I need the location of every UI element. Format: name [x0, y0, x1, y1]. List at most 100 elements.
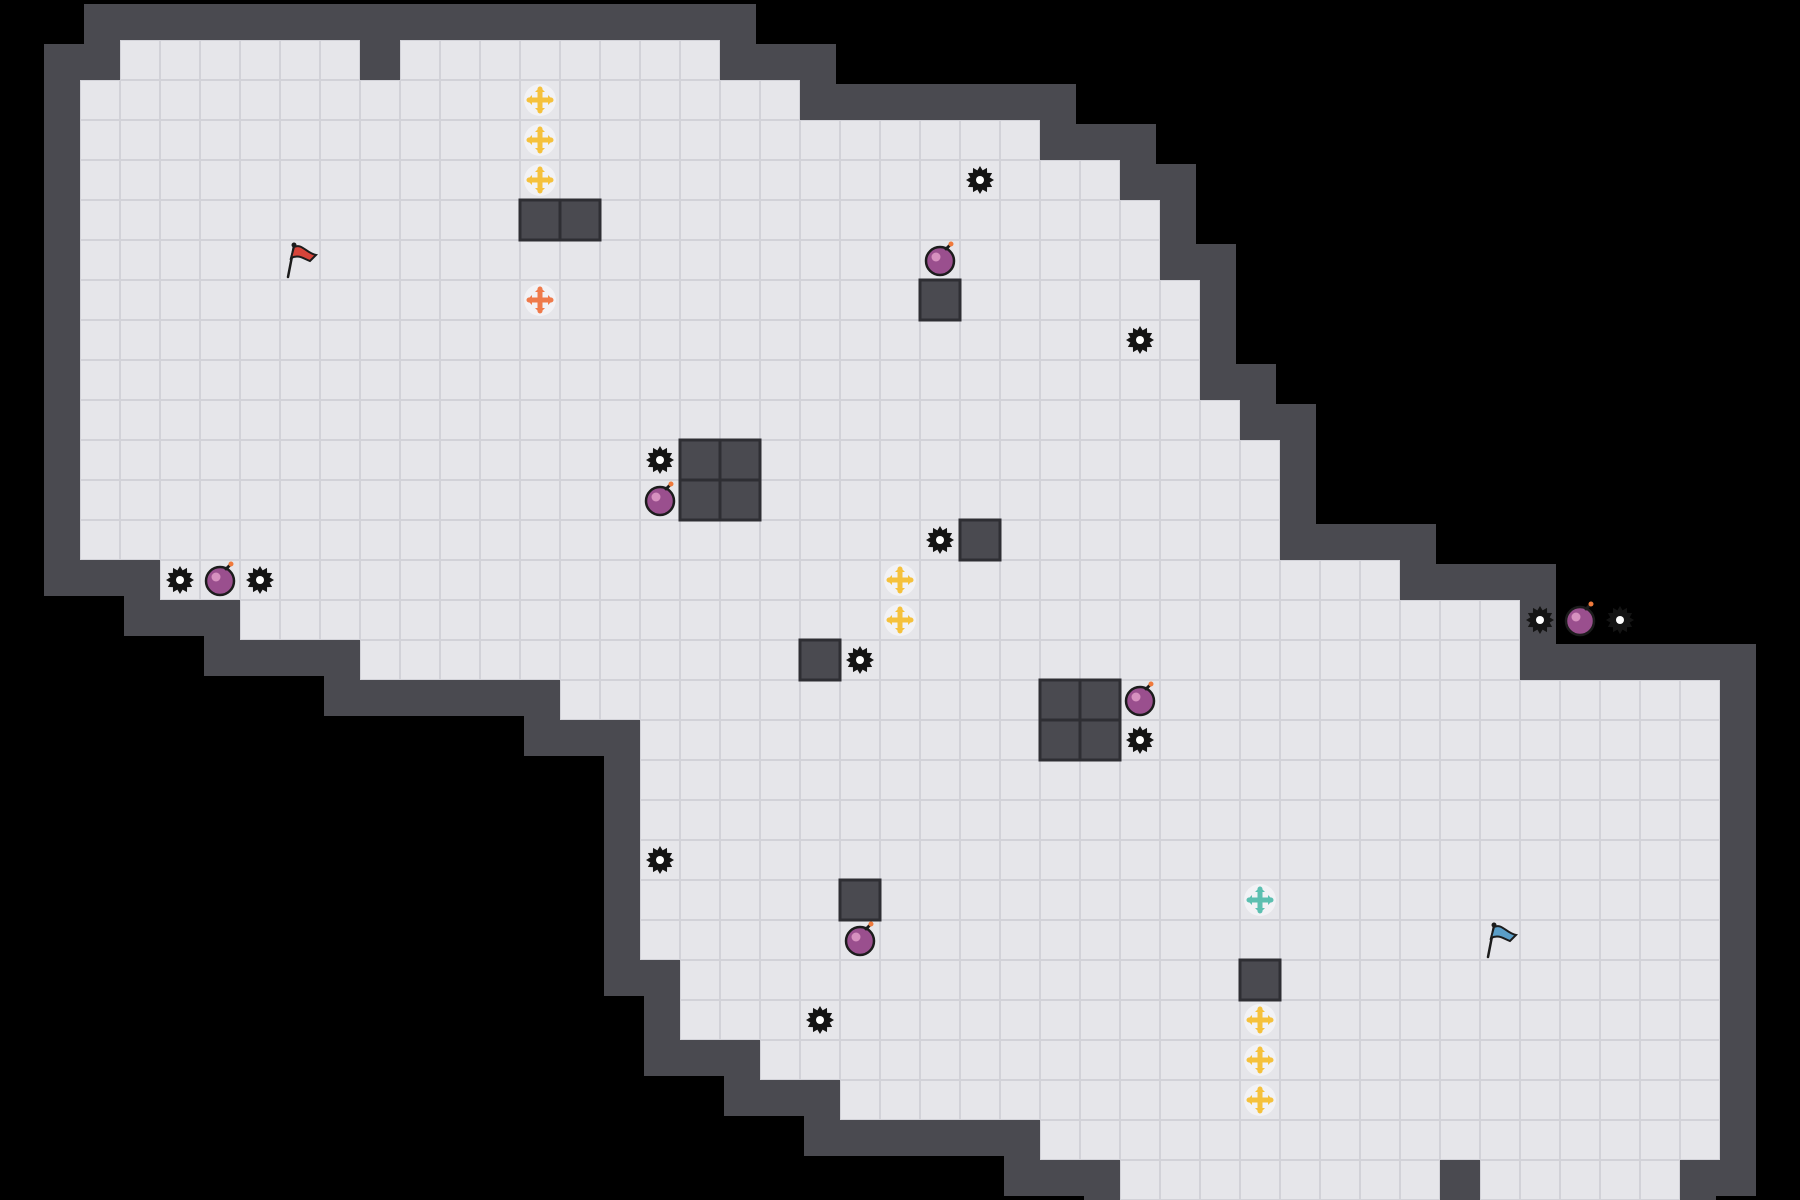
floor-tile: [240, 200, 280, 240]
floor-tile: [1320, 880, 1360, 920]
floor-tile: [160, 480, 200, 520]
floor-tile: [560, 680, 600, 720]
floor-tile: [1360, 920, 1400, 960]
floor-tile: [1320, 680, 1360, 720]
floor-tile: [1480, 1120, 1520, 1160]
floor-tile: [920, 1080, 960, 1120]
floor-tile: [1040, 840, 1080, 880]
floor-tile: [480, 640, 520, 680]
floor-tile: [1400, 800, 1440, 840]
floor-tile: [1200, 920, 1240, 960]
floor-tile: [800, 280, 840, 320]
floor-tile: [960, 600, 1000, 640]
floor-tile: [1080, 920, 1120, 960]
floor-tile: [640, 320, 680, 360]
floor-tile: [1120, 1000, 1160, 1040]
floor-tile: [1160, 840, 1200, 880]
floor-tile: [960, 1000, 1000, 1040]
floor-tile: [1520, 720, 1560, 760]
floor-tile: [440, 240, 480, 280]
floor-tile: [960, 240, 1000, 280]
floor-tile: [1200, 960, 1240, 1000]
floor-tile: [1440, 1000, 1480, 1040]
floor-tile: [1160, 480, 1200, 520]
floor-tile: [920, 720, 960, 760]
floor-tile: [1080, 200, 1120, 240]
powerup-yellow-icon: [1244, 1044, 1276, 1076]
floor-tile: [920, 120, 960, 160]
floor-tile: [560, 120, 600, 160]
spike-icon: [1606, 606, 1634, 634]
floor-tile: [1040, 480, 1080, 520]
floor-tile: [680, 880, 720, 920]
floor-tile: [1400, 640, 1440, 680]
floor-tile: [400, 640, 440, 680]
floor-tile: [800, 200, 840, 240]
floor-tile: [1160, 720, 1200, 760]
floor-tile: [680, 960, 720, 1000]
floor-tile: [640, 160, 680, 200]
obstacle-layer: [518, 198, 1282, 1002]
floor-tile: [320, 240, 360, 280]
floor-tile: [640, 280, 680, 320]
floor-tile: [200, 480, 240, 520]
floor-tile: [1400, 720, 1440, 760]
floor-tile: [240, 480, 280, 520]
floor-tile: [1680, 840, 1720, 880]
floor-tile: [360, 200, 400, 240]
floor-tile: [840, 240, 880, 280]
floor-tile: [840, 760, 880, 800]
floor-tile: [1120, 640, 1160, 680]
floor-tile: [360, 360, 400, 400]
floor-tile: [880, 240, 920, 280]
floor-tile: [1120, 360, 1160, 400]
floor-tile: [1200, 640, 1240, 680]
powerup-yellow-icon: [524, 164, 556, 196]
floor-tile: [1280, 840, 1320, 880]
floor-tile: [640, 800, 680, 840]
floor-tile: [1400, 1080, 1440, 1120]
floor-tile: [1200, 680, 1240, 720]
floor-tile: [1240, 640, 1280, 680]
floor-tile: [120, 400, 160, 440]
floor-tile: [1000, 600, 1040, 640]
floor-tile: [1000, 800, 1040, 840]
floor-tile: [1680, 1120, 1720, 1160]
floor-tile: [520, 360, 560, 400]
floor-tile: [720, 360, 760, 400]
floor-tile: [880, 1080, 920, 1120]
floor-tile: [1360, 880, 1400, 920]
floor-tile: [520, 320, 560, 360]
floor-tile: [840, 520, 880, 560]
floor-tile: [1280, 680, 1320, 720]
floor-tile: [880, 1040, 920, 1080]
bomb-icon: [924, 241, 956, 277]
floor-tile: [1040, 400, 1080, 440]
floor-tile: [1040, 160, 1080, 200]
floor-tile: [360, 120, 400, 160]
floor-tile: [1160, 1040, 1200, 1080]
floor-tile: [1560, 840, 1600, 880]
floor-tile: [1600, 800, 1640, 840]
floor-tile: [680, 400, 720, 440]
floor-tile: [1400, 1040, 1440, 1080]
floor-tile: [1200, 760, 1240, 800]
floor-tile: [480, 480, 520, 520]
floor-tile: [120, 440, 160, 480]
floor-tile: [1360, 720, 1400, 760]
floor-tile: [1080, 800, 1120, 840]
floor-tile: [1600, 880, 1640, 920]
floor-tile: [80, 440, 120, 480]
floor-tile: [1480, 680, 1520, 720]
floor-tile: [920, 800, 960, 840]
floor-tile: [1240, 1160, 1280, 1200]
floor-tile: [600, 80, 640, 120]
floor-tile: [680, 600, 720, 640]
floor-tile: [1680, 880, 1720, 920]
floor-tile: [920, 680, 960, 720]
floor-tile: [520, 480, 560, 520]
floor-tile: [320, 440, 360, 480]
floor-tile: [360, 440, 400, 480]
floor-tile: [160, 320, 200, 360]
